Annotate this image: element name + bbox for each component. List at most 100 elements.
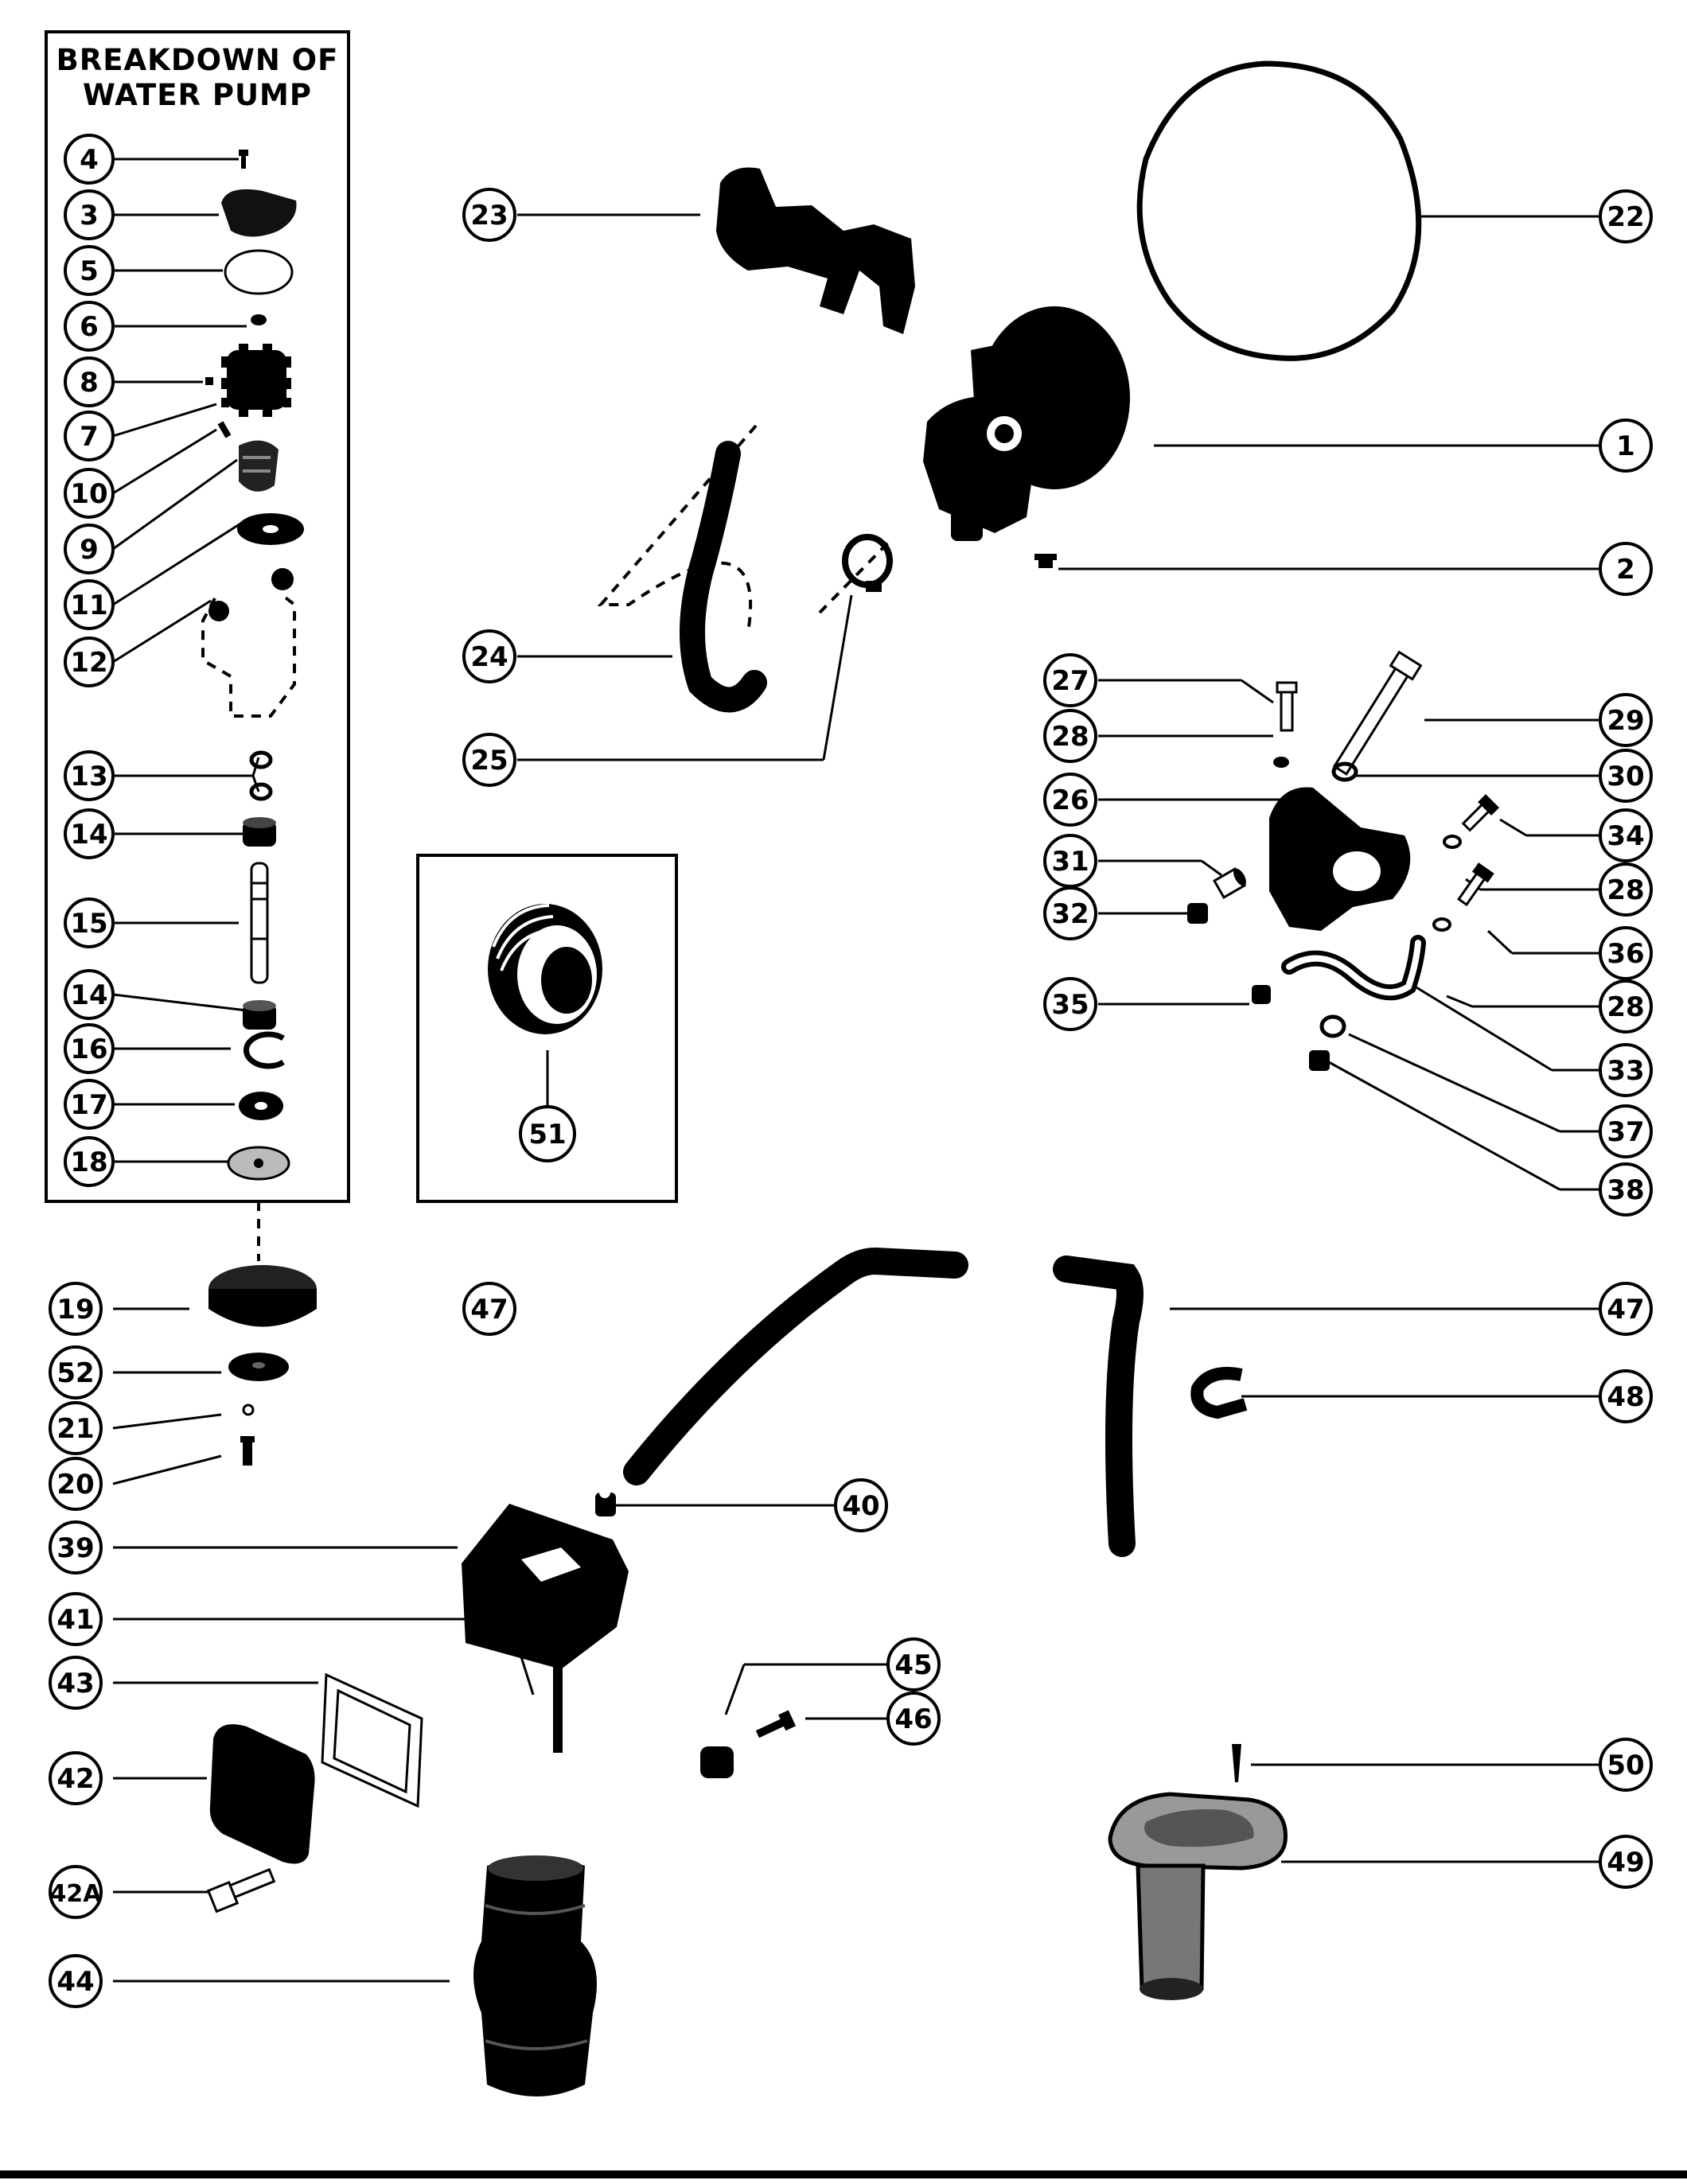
callout-52: 52 bbox=[49, 1345, 103, 1400]
svg-text:31: 31 bbox=[1051, 846, 1089, 878]
part-37-washer bbox=[1319, 1014, 1346, 1038]
svg-text:1: 1 bbox=[1616, 430, 1635, 462]
part-33-hose-inner bbox=[1286, 940, 1421, 996]
svg-text:15: 15 bbox=[70, 908, 107, 940]
part-48-clamp bbox=[1190, 1367, 1248, 1419]
svg-text:5: 5 bbox=[80, 255, 99, 287]
part-7-impeller bbox=[221, 344, 291, 417]
callout-41: 41 bbox=[49, 1592, 103, 1646]
callout-12: 12 bbox=[64, 637, 115, 687]
svg-text:41: 41 bbox=[56, 1604, 94, 1636]
part-47-hose-right bbox=[1053, 1256, 1143, 1557]
svg-text:27: 27 bbox=[1051, 665, 1089, 697]
svg-text:38: 38 bbox=[1607, 1174, 1644, 1206]
bottom-rule bbox=[0, 2170, 1687, 2178]
part-21-lockwasher bbox=[242, 1403, 255, 1416]
svg-text:26: 26 bbox=[1051, 784, 1089, 816]
callout-33: 33 bbox=[1599, 1043, 1653, 1097]
part-35-nut bbox=[1252, 985, 1271, 1004]
part-24-hose bbox=[680, 441, 767, 713]
part-4-screw bbox=[239, 150, 248, 169]
part-23-bracket bbox=[716, 167, 915, 334]
svg-text:32: 32 bbox=[1051, 898, 1089, 930]
part-51-pulley bbox=[488, 904, 602, 1034]
svg-text:21: 21 bbox=[56, 1413, 94, 1445]
svg-text:47: 47 bbox=[1607, 1294, 1644, 1326]
callout-50: 50 bbox=[1599, 1738, 1653, 1792]
callout-7: 7 bbox=[64, 411, 115, 461]
part-36-bolt bbox=[1457, 862, 1494, 907]
svg-text:19: 19 bbox=[56, 1294, 94, 1326]
svg-text:46: 46 bbox=[894, 1703, 932, 1735]
callout-51: 51 bbox=[519, 1105, 576, 1162]
callout-30: 30 bbox=[1599, 749, 1653, 803]
svg-text:51: 51 bbox=[528, 1119, 566, 1150]
part-31-spacer bbox=[1212, 867, 1247, 899]
svg-text:39: 39 bbox=[56, 1532, 94, 1564]
part-40-fitting bbox=[595, 1487, 616, 1516]
part-27-bolt bbox=[1276, 681, 1298, 732]
svg-text:13: 13 bbox=[70, 761, 107, 792]
callout-14-top: 14 bbox=[64, 808, 115, 859]
callout-9: 9 bbox=[64, 524, 115, 574]
svg-text:43: 43 bbox=[56, 1668, 94, 1699]
part-15-shaft bbox=[250, 862, 269, 984]
callout-31: 31 bbox=[1043, 834, 1097, 888]
callout-34: 34 bbox=[1599, 808, 1653, 862]
callout-28-c: 28 bbox=[1599, 979, 1653, 1034]
callout-49: 49 bbox=[1599, 1835, 1653, 1889]
callout-26: 26 bbox=[1043, 773, 1097, 827]
part-10-pin bbox=[217, 421, 232, 438]
callout-15: 15 bbox=[64, 897, 115, 948]
part-2-plug bbox=[1034, 554, 1057, 568]
part-42-plate bbox=[209, 1724, 315, 1864]
part-18-plate bbox=[227, 1146, 290, 1181]
svg-text:25: 25 bbox=[470, 745, 508, 777]
callout-23: 23 bbox=[462, 188, 516, 242]
callout-22: 22 bbox=[1599, 189, 1653, 243]
part-50-screw bbox=[1232, 1744, 1241, 1782]
svg-text:4: 4 bbox=[80, 144, 99, 176]
svg-text:3: 3 bbox=[80, 200, 99, 232]
svg-text:45: 45 bbox=[894, 1649, 932, 1681]
part-47-hose-left bbox=[623, 1247, 968, 1485]
callout-17: 17 bbox=[64, 1079, 115, 1130]
svg-text:8: 8 bbox=[80, 367, 99, 399]
callout-8: 8 bbox=[64, 356, 115, 407]
svg-text:40: 40 bbox=[842, 1490, 879, 1522]
part-43-gasket-inner bbox=[333, 1688, 411, 1794]
callouts: 4 3 5 6 8 7 10 9 11 12 13 14 15 14 16 17… bbox=[49, 134, 1653, 2008]
callout-14-bottom: 14 bbox=[64, 969, 115, 1020]
callout-27: 27 bbox=[1043, 653, 1097, 707]
part-20-bolt bbox=[240, 1436, 255, 1466]
callout-4: 4 bbox=[64, 134, 115, 185]
svg-text:14: 14 bbox=[70, 819, 107, 851]
svg-text:47: 47 bbox=[470, 1294, 508, 1326]
part-9-insert bbox=[239, 440, 279, 492]
svg-text:22: 22 bbox=[1607, 201, 1644, 233]
part-22-belt bbox=[1136, 60, 1422, 361]
part-13-rings bbox=[249, 750, 273, 801]
part-28-washer-b bbox=[1443, 835, 1462, 849]
svg-text:14: 14 bbox=[70, 979, 107, 1011]
leader-lines bbox=[112, 158, 1599, 1983]
part-46-screw bbox=[755, 1710, 797, 1738]
part-14-bushing-bottom bbox=[243, 1000, 276, 1030]
svg-text:42A: 42A bbox=[50, 1880, 103, 1908]
callout-47-right: 47 bbox=[1599, 1282, 1653, 1336]
svg-text:34: 34 bbox=[1607, 820, 1644, 852]
callout-21: 21 bbox=[49, 1401, 103, 1455]
part-5-gasket bbox=[224, 249, 294, 295]
svg-text:28: 28 bbox=[1607, 991, 1644, 1023]
svg-text:20: 20 bbox=[56, 1469, 94, 1501]
callout-29: 29 bbox=[1599, 693, 1653, 747]
svg-text:50: 50 bbox=[1607, 1750, 1644, 1781]
part-32-nut bbox=[1187, 903, 1208, 924]
callout-48: 48 bbox=[1599, 1369, 1653, 1423]
part-30-washer bbox=[1331, 761, 1358, 782]
part-17-seal bbox=[239, 1092, 283, 1120]
callout-16: 16 bbox=[64, 1023, 115, 1074]
callout-3: 3 bbox=[64, 189, 115, 240]
callout-36: 36 bbox=[1599, 926, 1653, 980]
callout-19: 19 bbox=[49, 1282, 103, 1336]
